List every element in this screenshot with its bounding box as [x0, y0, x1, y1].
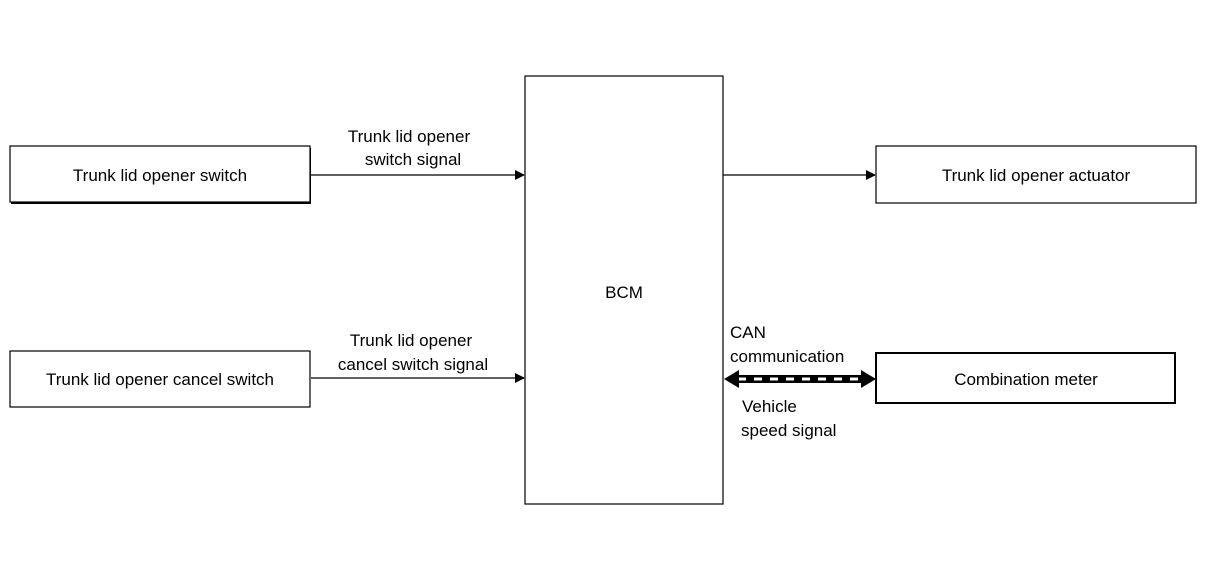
cancel-switch-signal-label-line1: Trunk lid opener	[350, 331, 473, 350]
trunk-lid-opener-actuator-label: Trunk lid opener actuator	[942, 166, 1131, 185]
switch-signal-label-line2: switch signal	[365, 150, 461, 169]
switch-signal-label-line1: Trunk lid opener	[348, 127, 471, 146]
vehicle-speed-signal-label-line2: speed signal	[741, 421, 836, 440]
combination-meter-label: Combination meter	[954, 370, 1098, 389]
can-communication-label-line1: CAN	[730, 323, 766, 342]
trunk-lid-opener-cancel-switch-label: Trunk lid opener cancel switch	[46, 370, 274, 389]
trunk-lid-opener-switch-label: Trunk lid opener switch	[73, 166, 247, 185]
can-communication-label-line2: communication	[730, 347, 844, 366]
bcm-label: BCM	[605, 283, 643, 302]
can-arrowhead-left	[724, 370, 739, 388]
can-arrowhead-right	[861, 370, 876, 388]
combination-meter-block: Combination meter	[875, 352, 1176, 404]
can-communication-link	[724, 370, 876, 388]
vehicle-speed-signal-label-line1: Vehicle	[742, 397, 797, 416]
trunk-lid-opener-cancel-switch-block: Trunk lid opener cancel switch	[9, 350, 311, 408]
trunk-lid-opener-switch-block: Trunk lid opener switch	[9, 145, 311, 204]
bcm-block: BCM	[524, 75, 724, 505]
cancel-switch-signal-label-line2: cancel switch signal	[338, 355, 488, 374]
trunk-lid-opener-actuator-block: Trunk lid opener actuator	[875, 145, 1197, 204]
